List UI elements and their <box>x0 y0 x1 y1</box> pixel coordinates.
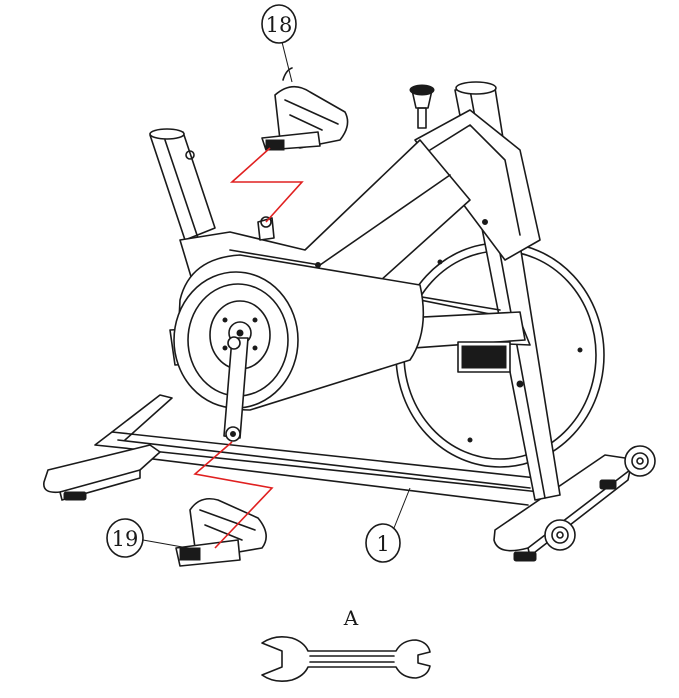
callout-pedal-right-label: 18 <box>266 13 293 37</box>
wrench-icon <box>261 636 431 682</box>
callout-pedal-left: 19 <box>106 518 189 558</box>
rear-upright <box>409 81 561 501</box>
callout-frame-label: 1 <box>376 532 389 556</box>
callout-pedal-left-label: 19 <box>112 527 139 551</box>
pedal-left <box>175 497 267 567</box>
chain-guard <box>173 254 425 411</box>
tool-a: A <box>261 606 431 682</box>
tool-label: A <box>343 606 359 630</box>
assembly-path-left <box>193 441 274 549</box>
assembly-path-right <box>229 147 304 223</box>
callout-pedal-right: 18 <box>261 4 297 83</box>
pedal-right <box>261 67 349 151</box>
seat-post <box>149 128 216 241</box>
base-frame <box>43 394 656 562</box>
callout-frame: 1 <box>365 487 411 563</box>
crank-arm <box>223 336 249 442</box>
